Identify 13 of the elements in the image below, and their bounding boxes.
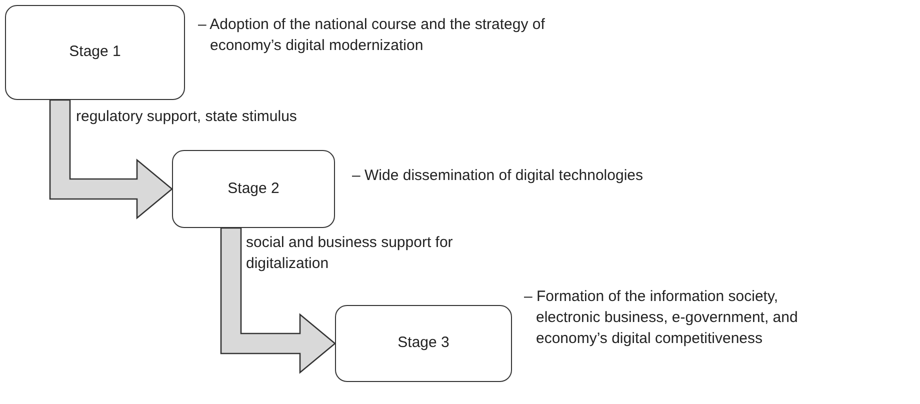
stage-box [5,5,185,100]
stage-description: – Wide dissemination of digital technologies [352,166,644,186]
stage-box [172,150,335,228]
stage-description: – Formation of the information society, electronic business, e-government, and economy’s digital competitiveness [524,287,799,349]
stage-box [335,305,512,382]
block-arrow [49,99,174,220]
stage-description: – Adoption of the national course and the strategy of economy’s digital modernization [198,15,546,56]
stage-label: Stage 1 [69,42,121,62]
edge-label: regulatory support, state stimulus [76,107,298,127]
block-arrow [220,227,336,374]
stage-label: Stage 3 [398,333,450,354]
edge-label: social and business support for digitalization [246,233,454,274]
stage-label: Stage 2 [228,178,280,199]
